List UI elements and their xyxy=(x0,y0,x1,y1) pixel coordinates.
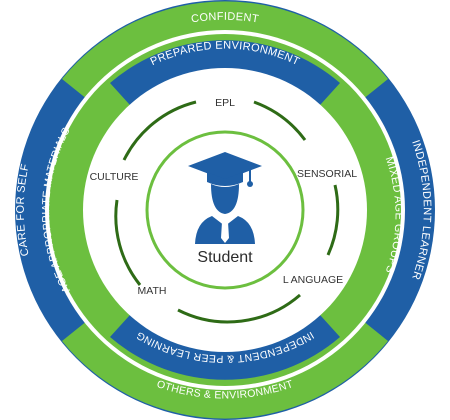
outer-label-top: CONFIDENT xyxy=(190,11,259,26)
outer-label-left: CARE FOR SELF xyxy=(15,163,32,257)
tie-icon xyxy=(221,222,229,243)
subject-sensorial: SENSORIAL xyxy=(297,168,357,180)
subject-math: MATH xyxy=(138,285,167,297)
subject-language: L ANGUAGE xyxy=(283,274,343,286)
center-label: Student xyxy=(197,249,253,266)
subject-culture: CULTURE xyxy=(90,171,139,183)
graduate-student-icon xyxy=(188,152,262,244)
subjects-ring xyxy=(114,100,340,324)
subject-epl: EPL xyxy=(215,97,235,109)
